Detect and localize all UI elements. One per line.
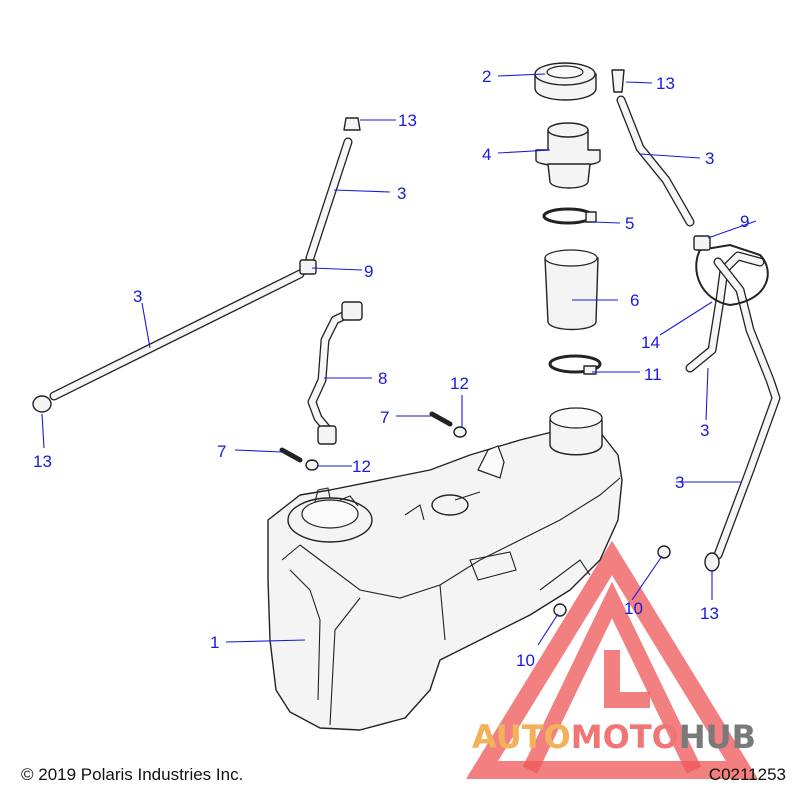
- hose-clamp-upper-part: [542, 207, 597, 225]
- callout-12-left: 12: [352, 457, 371, 476]
- callout-5: 5: [625, 214, 634, 233]
- washer-right-part: [453, 426, 467, 438]
- callout-10-upper: 10: [624, 599, 643, 618]
- callout-13-top-right: 13: [656, 74, 675, 93]
- callout-13-left: 13: [33, 452, 52, 471]
- callout-10-lower: 10: [516, 651, 535, 670]
- bolt-right-part: [429, 411, 453, 427]
- callout-6: 6: [630, 291, 639, 310]
- washer-left-part: [305, 459, 319, 471]
- check-valve-top-left-part: [343, 117, 361, 131]
- tee-fitting-left-part: [299, 259, 317, 275]
- callout-11: 11: [644, 365, 662, 384]
- callout-3-mid-right: 3: [700, 421, 709, 440]
- hose-clamp-lower-part: [548, 354, 602, 375]
- callout-3-lower-right: 3: [675, 473, 684, 492]
- check-valve-top-right-part: [611, 69, 625, 93]
- watermark-text: AUTOMOTOHUB: [472, 718, 756, 756]
- tee-fitting-right-part: [693, 235, 711, 251]
- watermark-text-auto: AUTO: [472, 718, 571, 756]
- vent-tube-right-part: [616, 95, 781, 560]
- check-valve-bottom-right-part: [704, 552, 720, 572]
- callout-3-upper-left: 3: [397, 184, 406, 203]
- check-valve-left-part: [32, 395, 52, 413]
- vent-tube-left-part: [49, 137, 353, 401]
- callout-1: 1: [210, 633, 219, 652]
- callout-13-bottom-right: 13: [700, 604, 719, 623]
- callout-14: 14: [641, 333, 660, 352]
- callout-4: 4: [482, 145, 491, 164]
- callout-9-left: 9: [364, 262, 373, 281]
- callout-7-left: 7: [217, 442, 226, 461]
- watermark-text-hub: HUB: [678, 718, 757, 756]
- copyright-notice: © 2019 Polaris Industries Inc.: [21, 765, 244, 784]
- filler-hose-part: [544, 249, 599, 331]
- callout-labels: 1 2 3 3 3 3 3 4 5 6 7 7 8 9 9 10 10 11 1…: [33, 67, 749, 670]
- watermark-text-moto: MOTO: [570, 718, 679, 756]
- bolt-left-part: [279, 447, 303, 463]
- callout-8: 8: [378, 369, 387, 388]
- callout-13-top-left: 13: [398, 111, 417, 130]
- callout-3-upper-right: 3: [705, 149, 714, 168]
- callout-12-right: 12: [450, 374, 469, 393]
- callout-9-right: 9: [740, 212, 749, 231]
- fuel-cap-part: [534, 62, 597, 101]
- vent-hose-assembly-part: [307, 301, 363, 445]
- callout-3-left: 3: [133, 287, 142, 306]
- filler-neck-adapter-part: [535, 122, 601, 189]
- callout-leaders: [41, 73, 757, 646]
- callout-2: 2: [482, 67, 491, 86]
- callout-7-right: 7: [380, 408, 389, 427]
- nut-upper-part: [657, 545, 671, 559]
- drawing-number: C0211253: [708, 765, 786, 784]
- watermark-logo: [465, 540, 759, 779]
- nut-lower-part: [553, 603, 567, 617]
- fuel-tank-part: [267, 407, 623, 731]
